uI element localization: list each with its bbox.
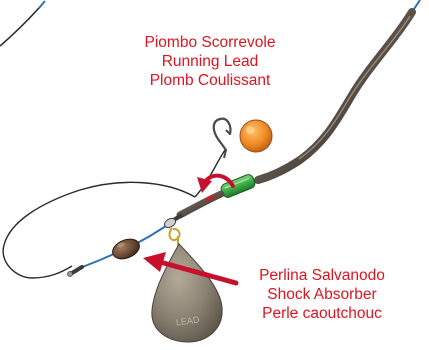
main-line-tube xyxy=(258,0,420,180)
small-swivel xyxy=(68,267,83,277)
upper-left-line xyxy=(0,1,45,46)
tube-to-swivel xyxy=(180,194,221,215)
running-lead-caption: Piombo Scorrevole Running Lead Plomb Cou… xyxy=(95,33,325,90)
caption-line-italian: Perlina Salvanodo xyxy=(222,266,422,285)
caption-line-french: Plomb Coulissant xyxy=(95,71,325,90)
swivel xyxy=(163,215,182,240)
shock-bead xyxy=(110,235,143,262)
caption-line-english: Shock Absorber xyxy=(222,285,422,304)
caption-line-french: Perle caoutchouc xyxy=(222,304,422,323)
bait-boilie xyxy=(240,120,272,152)
hook-icon xyxy=(214,119,231,158)
caption-line-english: Running Lead xyxy=(95,52,325,71)
shock-absorber-caption: Perlina Salvanodo Shock Absorber Perle c… xyxy=(222,266,422,323)
lead-weight: LEAD xyxy=(152,236,222,342)
caption-line-italian: Piombo Scorrevole xyxy=(95,33,325,52)
